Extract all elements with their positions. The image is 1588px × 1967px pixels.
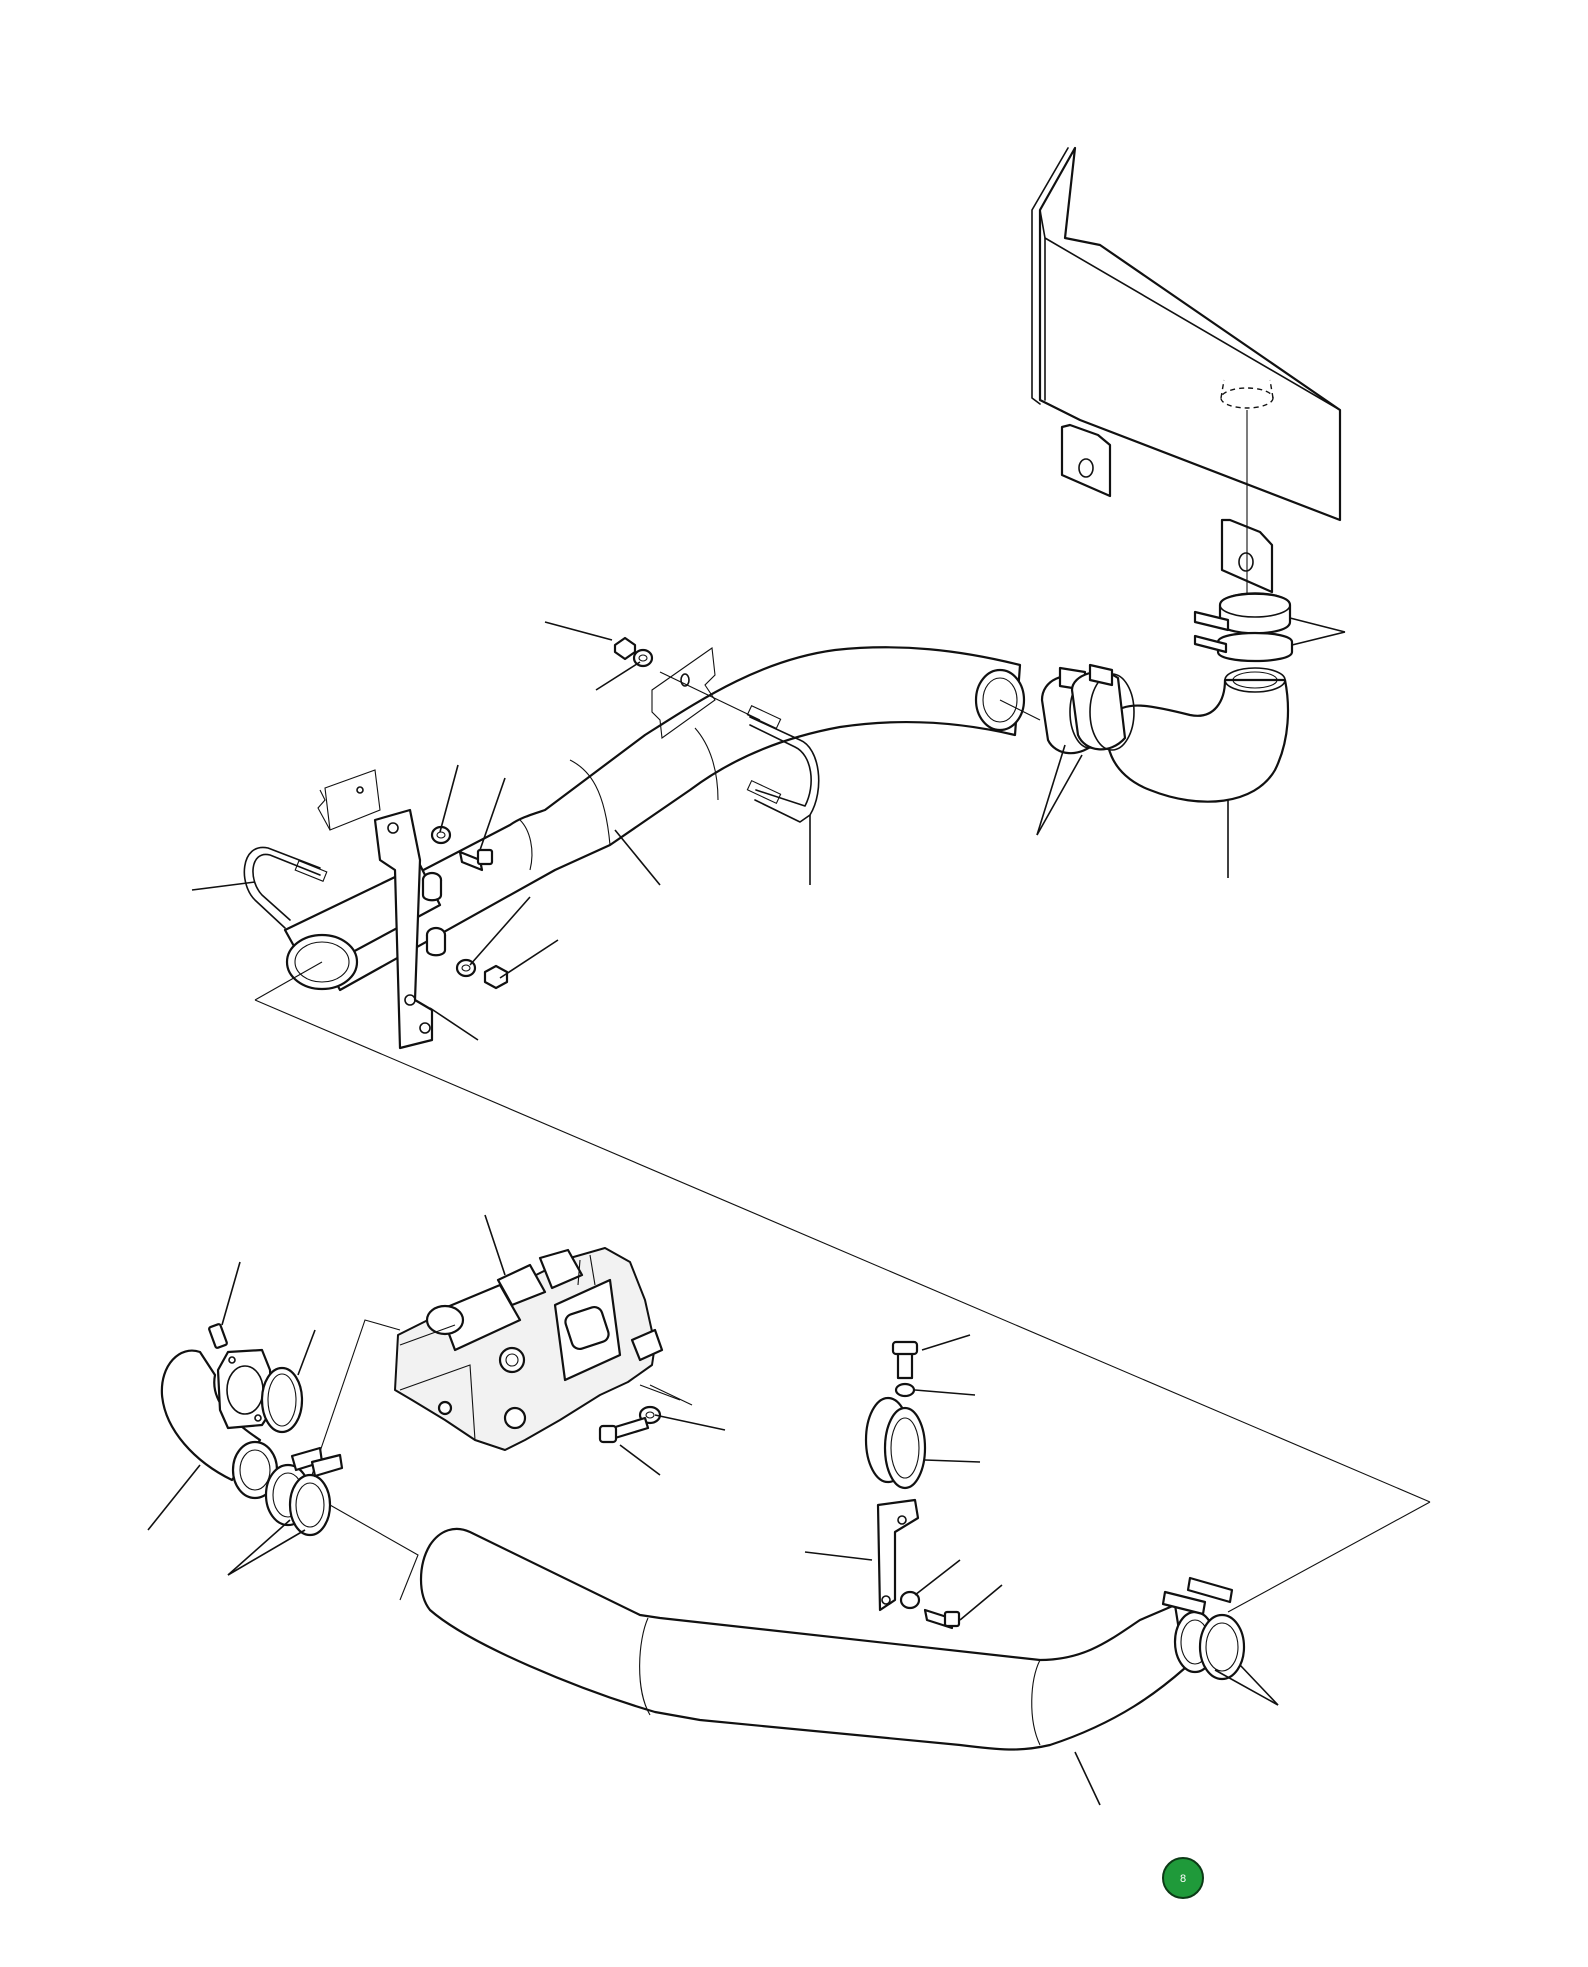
hydraulic-tank <box>1031 146 1342 600</box>
tank-elbow-hose <box>1106 667 1290 803</box>
upper-leader-lines <box>191 617 1346 1041</box>
frame-section-top <box>651 647 716 739</box>
u-bolt-upper <box>746 704 820 823</box>
page-number-badge: 8 <box>1162 1857 1204 1899</box>
pump-fasteners <box>484 1214 726 1476</box>
pipe-clamp-bracket <box>804 1334 1003 1630</box>
upper-pipe-clamps <box>1040 663 1135 755</box>
upper-fasteners <box>430 636 654 990</box>
page-number-label: 8 <box>1180 1873 1186 1885</box>
tank-outlet-clamps <box>1193 592 1294 663</box>
pump-elbow-clamps <box>227 1446 344 1576</box>
mounting-bracket <box>317 769 447 1050</box>
lower-hose-clamps <box>1161 1576 1279 1706</box>
lower-suction-hose <box>420 1527 1187 1806</box>
u-bolt-lower <box>243 846 328 929</box>
hydraulic-pump <box>394 1247 664 1451</box>
assembly-reference-lines <box>254 961 1431 1613</box>
pump-suction-elbow <box>147 1261 316 1531</box>
